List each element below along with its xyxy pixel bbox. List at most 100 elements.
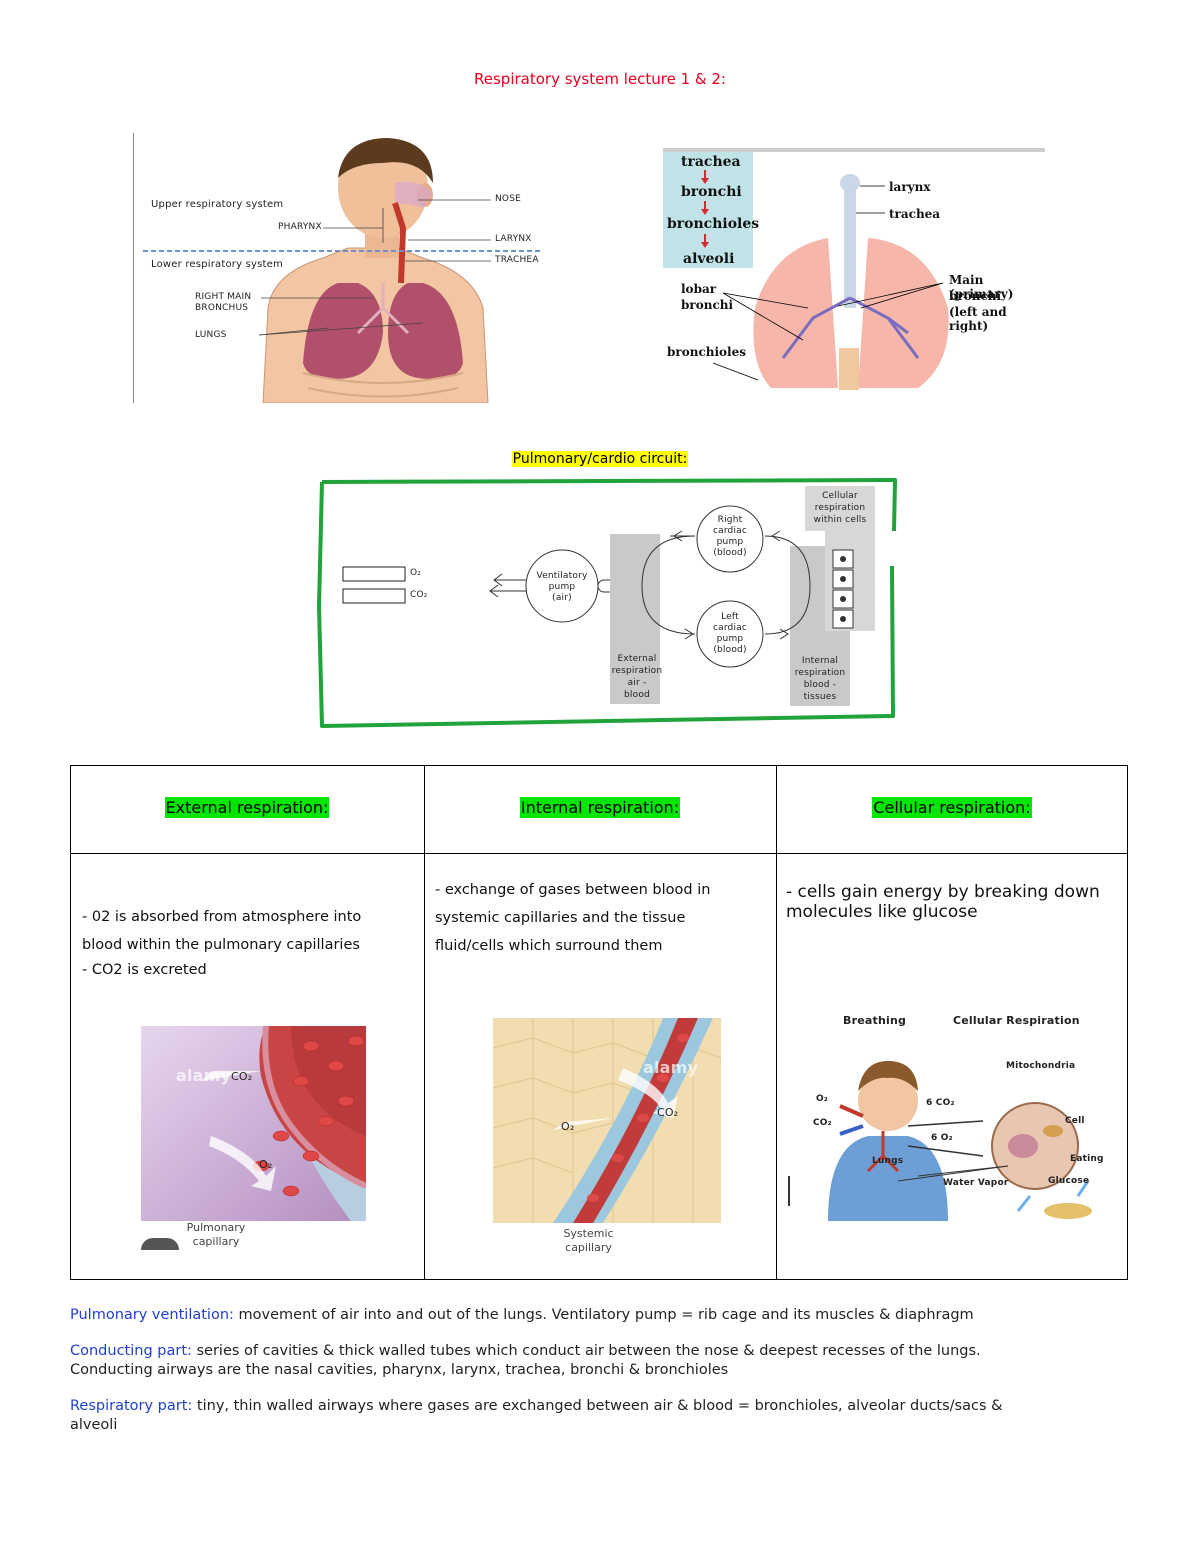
- circuit-heading: Pulmonary/cardio circuit:: [0, 451, 1200, 467]
- pulmonary-capillary-image: CO₂ O₂ alamy: [141, 1026, 366, 1221]
- external-line-2: blood within the pulmonary capillaries: [82, 937, 360, 953]
- int-resp-4: tissues: [803, 692, 837, 702]
- respiratory-keyword: Respiratory part:: [70, 1398, 193, 1414]
- sys-o2-label: O₂: [561, 1120, 575, 1133]
- cell-resp-3: within cells: [813, 515, 867, 525]
- right-pump-3: pump: [716, 537, 744, 547]
- respiratory-text: tiny, thin walled airways where gases ar…: [192, 1398, 1003, 1414]
- respiratory-text-2: alveoli: [70, 1417, 118, 1433]
- internal-line-2: systemic capillaries and the tissue: [435, 910, 686, 926]
- main-bronchi-label-1: Main (primary): [949, 273, 1014, 301]
- systemic-caption-1: Systemic: [563, 1227, 614, 1240]
- paragraph-conducting: Conducting part: series of cavities & th…: [70, 1342, 1130, 1380]
- torso-illustration: [143, 138, 543, 403]
- cellular-text: - cells gain energy by breaking down mol…: [786, 882, 1100, 922]
- right-pump-1: Right: [717, 515, 743, 525]
- vent-line-2: pump: [548, 582, 576, 592]
- paragraph-respiratory: Respiratory part: tiny, thin walled airw…: [70, 1397, 1130, 1435]
- breathing-label: Breathing: [843, 1014, 907, 1027]
- cell-label: Cell: [1065, 1116, 1085, 1126]
- larynx-label: larynx: [889, 180, 931, 194]
- conducting-text-2: Conducting airways are the nasal cavitie…: [70, 1362, 729, 1378]
- seq-alveoli-label: alveoli: [683, 251, 735, 267]
- header-cellular-text: Cellular respiration:: [872, 797, 1032, 818]
- systemic-capillary-image: CO₂ O₂ alamy: [493, 1018, 721, 1223]
- co2-label: CO₂: [410, 590, 428, 600]
- cell-resp-2: respiration: [814, 503, 866, 513]
- sys-watermark: alamy: [643, 1058, 699, 1077]
- header-internal: Internal respiration:: [424, 797, 776, 818]
- left-pump-2: cardiac: [712, 623, 748, 633]
- img3-co2-label: CO₂: [813, 1118, 832, 1128]
- header-external-text: External respiration:: [164, 797, 330, 818]
- trachea-label: TRACHEA: [495, 255, 539, 265]
- ext-resp-3: air -: [627, 678, 647, 688]
- circuit-diagram: O₂ CO₂ Ventilatory pump (air) Right card…: [310, 476, 900, 732]
- bronchioles-label: bronchioles: [667, 345, 746, 359]
- pulm-co2-label: CO₂: [231, 1070, 253, 1083]
- header-external: External respiration:: [71, 797, 423, 818]
- bronchial-tree-figure: trachea bronchi bronchioles alveoli lary…: [663, 148, 1045, 392]
- systemic-caption-2: capillary: [565, 1241, 612, 1254]
- lungs-illustration: [701, 170, 949, 390]
- document-title: Respiratory system lecture 1 & 2:: [474, 70, 726, 88]
- left-pump-1: Left: [721, 612, 739, 622]
- pharynx-label: PHARYNX: [278, 222, 322, 232]
- trachea-label: trachea: [889, 207, 941, 221]
- internal-line-1: - exchange of gases between blood in: [435, 882, 711, 898]
- ext-resp-2: respiration: [611, 666, 663, 676]
- circuit-graphics: [317, 478, 897, 728]
- pulmonary-caption-1: Pulmonary: [186, 1221, 246, 1234]
- int-resp-2: respiration: [794, 668, 846, 678]
- vent-line-1: Ventilatory: [536, 571, 588, 581]
- lobar-bronchi-label: bronchi: [681, 298, 734, 312]
- water-vapor-label: Water Vapor: [943, 1178, 1009, 1188]
- cellular-respiration-art: [788, 1061, 1092, 1221]
- left-pump-3: pump: [716, 634, 744, 644]
- eating-label: Eating: [1070, 1154, 1104, 1164]
- lungs-label-3: Lungs: [872, 1156, 904, 1166]
- cellular-line-1: - cells gain energy by breaking down: [786, 882, 1100, 902]
- respiratory-system-figure: Upper respiratory system Lower respirato…: [133, 133, 553, 403]
- main-bronchi-label-3: (left and right): [949, 305, 1007, 333]
- larynx-label: LARYNX: [495, 234, 532, 244]
- seq-bronchioles-label: bronchioles: [667, 216, 760, 232]
- bronchus-label: BRONCHUS: [195, 303, 249, 313]
- systemic-capillary-art: [493, 1018, 721, 1223]
- upper-respiratory-label: Upper respiratory system: [151, 199, 284, 210]
- nose-label: NOSE: [495, 194, 522, 204]
- right-pump-4: (blood): [713, 548, 747, 558]
- lower-respiratory-label: Lower respiratory system: [151, 259, 283, 270]
- glucose-label: Glucose: [1048, 1176, 1090, 1186]
- left-pump-4: (blood): [713, 645, 747, 655]
- ext-resp-1: External: [617, 654, 657, 664]
- external-line-1: - 02 is absorbed from atmosphere into: [82, 909, 362, 925]
- right-main-label: RIGHT MAIN: [195, 292, 252, 302]
- circuit-heading-text: Pulmonary/cardio circuit:: [511, 451, 689, 467]
- o2-label: O₂: [410, 568, 422, 578]
- int-resp-3: blood -: [803, 680, 837, 690]
- ventilation-keyword: Pulmonary ventilation:: [70, 1307, 234, 1323]
- vent-line-3: (air): [552, 593, 572, 603]
- mitochondria-label: Mitochondria: [1006, 1061, 1076, 1071]
- pulm-watermark: alamy: [176, 1066, 232, 1085]
- internal-text: - exchange of gases between blood in sys…: [435, 876, 710, 960]
- seq-bronchi-label: bronchi: [681, 184, 742, 200]
- pulm-o2-label: O₂: [259, 1158, 273, 1171]
- conducting-text: series of cavities & thick walled tubes …: [191, 1343, 981, 1359]
- paragraph-ventilation: Pulmonary ventilation: movement of air i…: [70, 1306, 1130, 1325]
- lobar-label: lobar: [681, 282, 717, 296]
- six-o2-label: 6 O₂: [931, 1133, 953, 1143]
- img3-o2-label: O₂: [816, 1094, 828, 1104]
- pulmonary-caption-2: capillary: [192, 1235, 240, 1248]
- right-pump-2: cardiac: [712, 526, 748, 536]
- sys-co2-label: CO₂: [657, 1106, 679, 1119]
- cellular-line-2: molecules like glucose: [786, 902, 978, 922]
- pulmonary-capillary-art: [141, 1026, 366, 1221]
- cellular-respiration-image: Breathing Cellular Respiration O₂ CO₂ Mi…: [788, 1006, 1118, 1236]
- external-text: - 02 is absorbed from atmosphere into bl…: [82, 903, 361, 984]
- six-co2-label: 6 CO₂: [926, 1098, 955, 1108]
- respiration-table: External respiration: Internal respirati…: [70, 765, 1128, 1280]
- internal-line-3: fluid/cells which surround them: [435, 938, 663, 954]
- header-internal-text: Internal respiration:: [519, 797, 681, 818]
